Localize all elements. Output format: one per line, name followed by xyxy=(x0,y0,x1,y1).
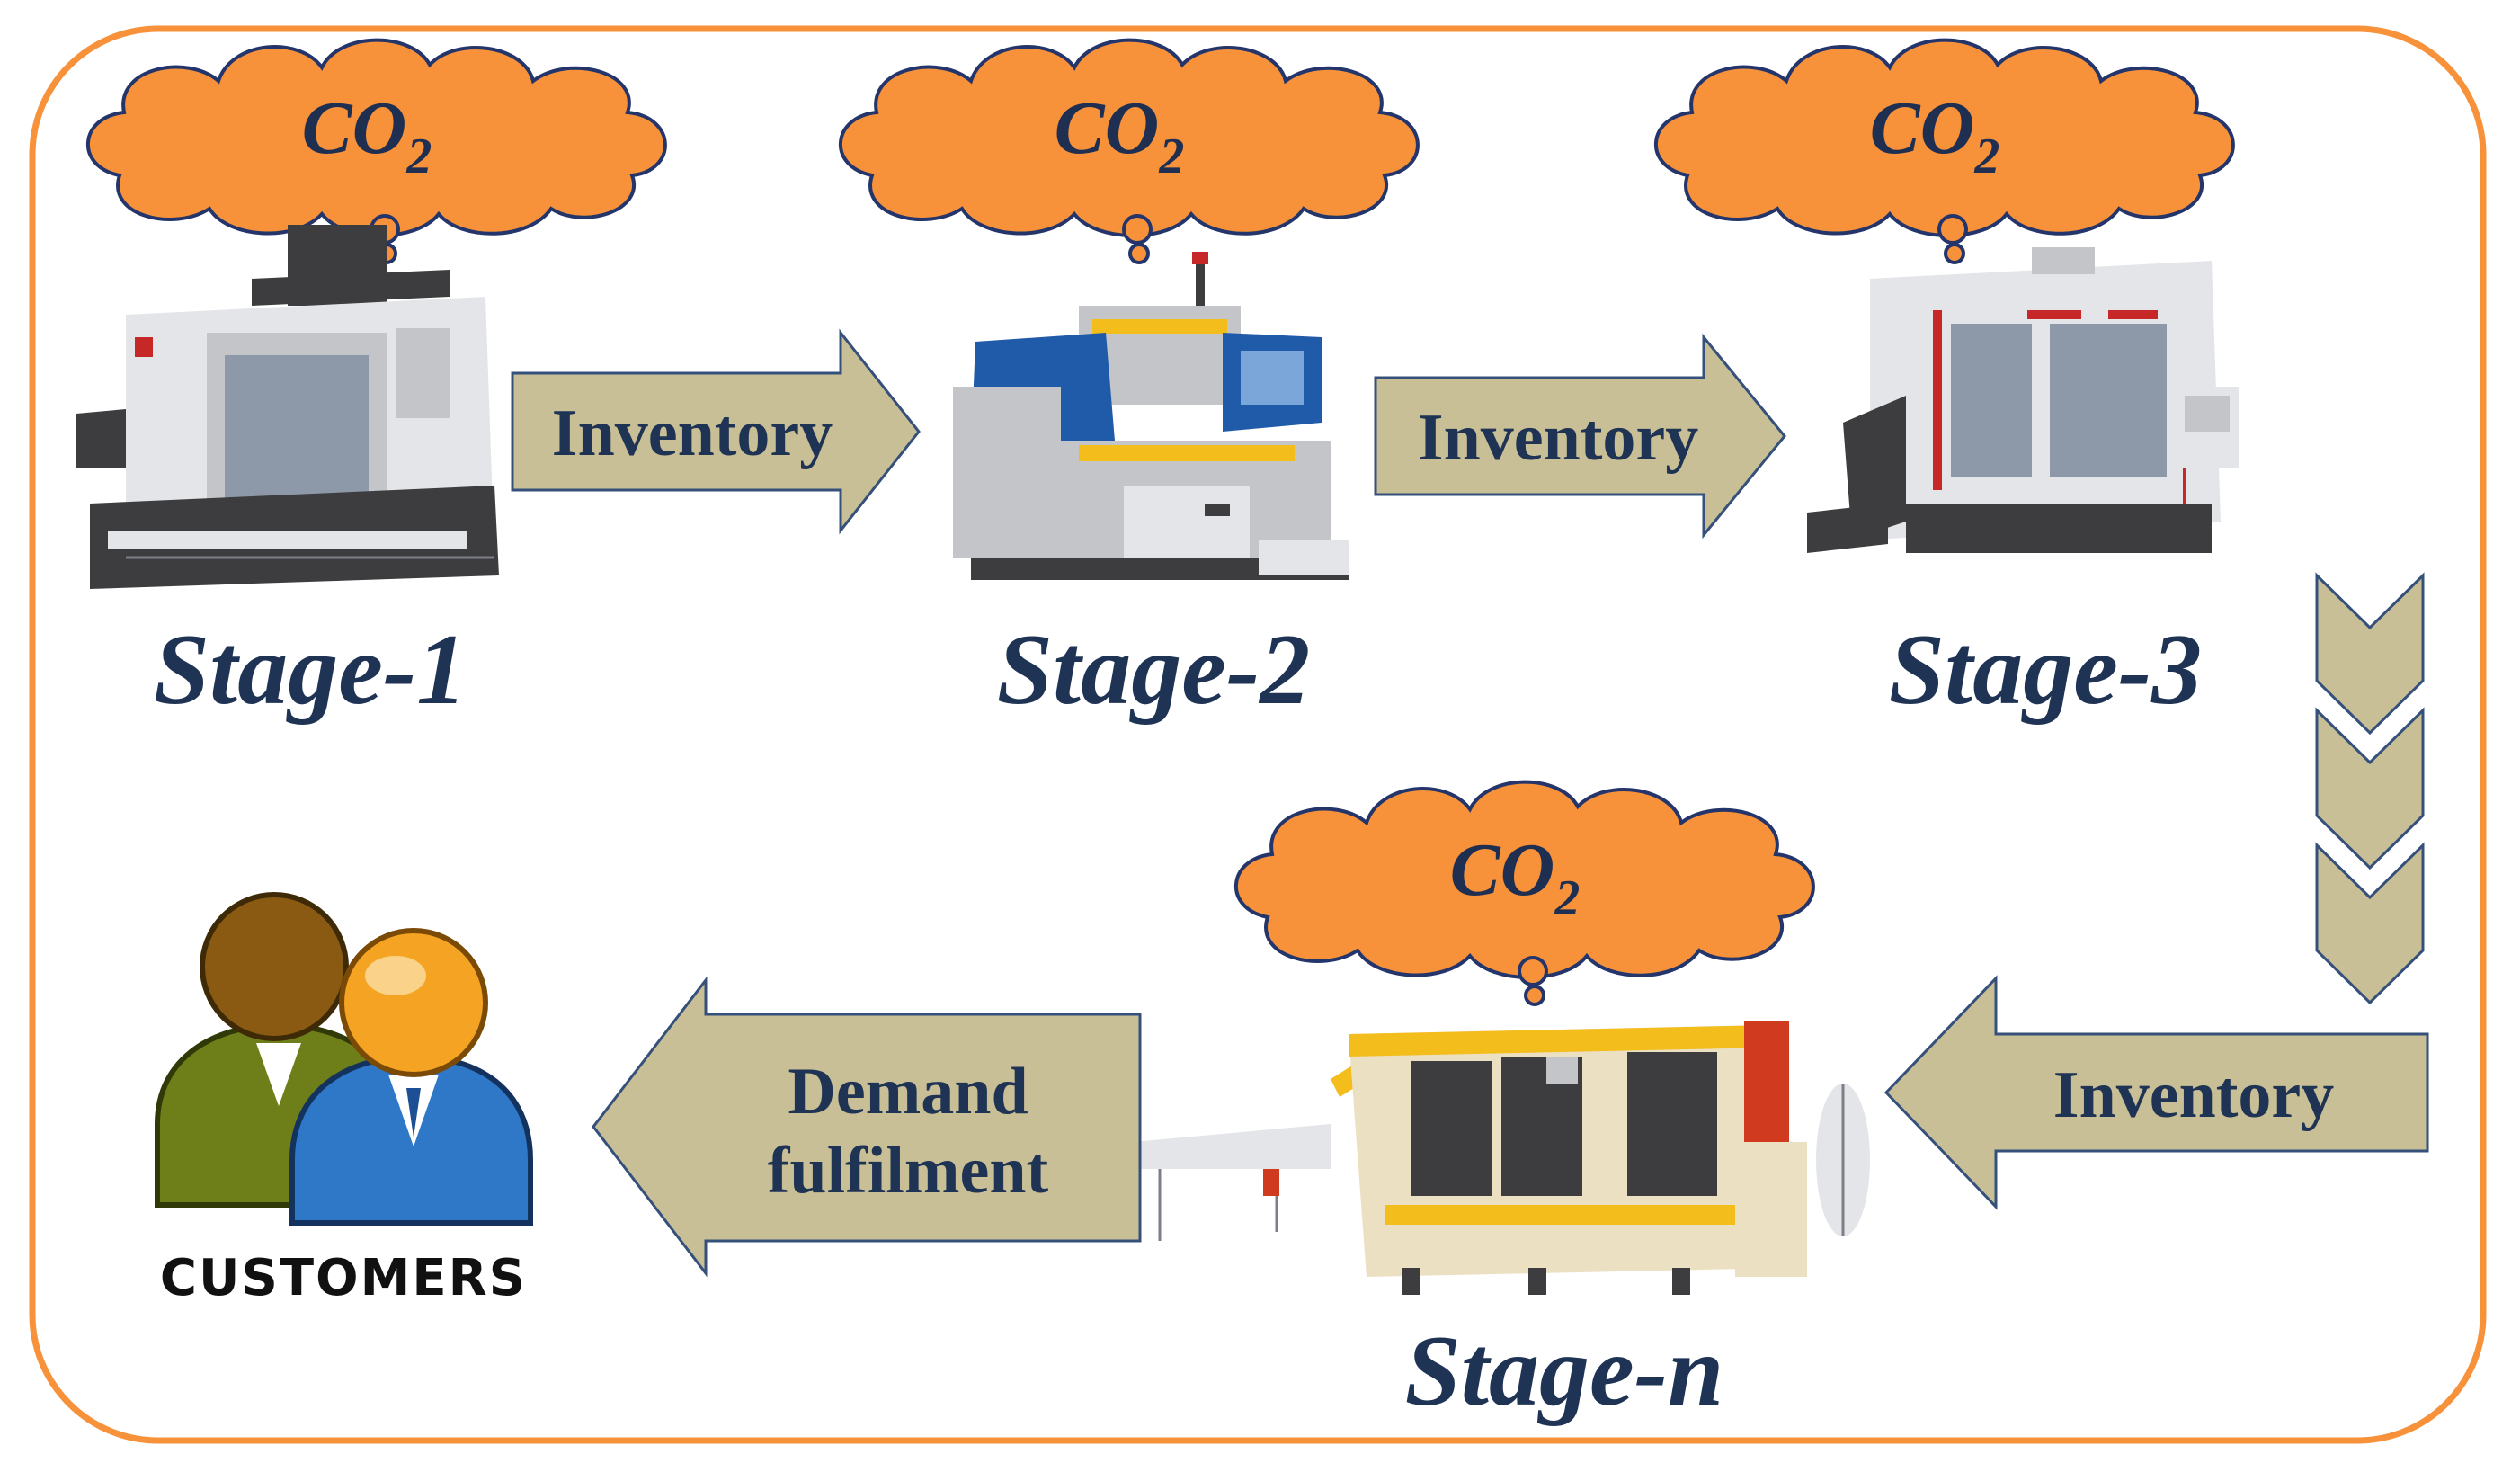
svg-text:CO2: CO2 xyxy=(1870,86,2000,184)
svg-text:CO2: CO2 xyxy=(1450,828,1581,926)
stage-1-machine-image xyxy=(76,225,499,589)
stage-3-machine-image xyxy=(1807,247,2239,553)
outer-frame xyxy=(29,25,2487,1444)
co2-cloud-stage-1: CO2 xyxy=(85,38,667,264)
stage-n-label: Stage-n xyxy=(1405,1316,1724,1427)
demand-fulfilment-arrow: Demand fulfilment xyxy=(592,976,1142,1278)
stage-1-label: Stage-1 xyxy=(154,614,467,726)
svg-text:Inventory: Inventory xyxy=(1418,401,1698,475)
svg-text:Demand: Demand xyxy=(788,1055,1028,1129)
co2-cloud-stage-n: CO2 xyxy=(1233,780,1815,1006)
stage-3-label: Stage-3 xyxy=(1889,614,2202,726)
inventory-arrow-1: Inventory xyxy=(511,328,921,535)
svg-text:CO2: CO2 xyxy=(302,86,432,184)
svg-text:Inventory: Inventory xyxy=(2053,1058,2334,1132)
svg-text:CO2: CO2 xyxy=(1055,86,1185,184)
customers-label: CUSTOMERS xyxy=(160,1249,527,1307)
co2-cloud-stage-3: CO2 xyxy=(1653,38,2235,264)
customers-icon xyxy=(155,892,533,1226)
co2-cloud-stage-2: CO2 xyxy=(838,38,1420,264)
stage-2-machine-image xyxy=(953,252,1349,580)
stage-n-machine-image xyxy=(1133,1021,1870,1295)
down-chevrons xyxy=(2315,572,2425,1005)
svg-text:fulfilment: fulfilment xyxy=(768,1134,1049,1208)
inventory-arrow-2: Inventory xyxy=(1374,333,1786,540)
stage-2-label: Stage-2 xyxy=(997,614,1310,726)
inventory-arrow-3: Inventory xyxy=(1883,975,2429,1210)
svg-text:Inventory: Inventory xyxy=(552,397,833,470)
